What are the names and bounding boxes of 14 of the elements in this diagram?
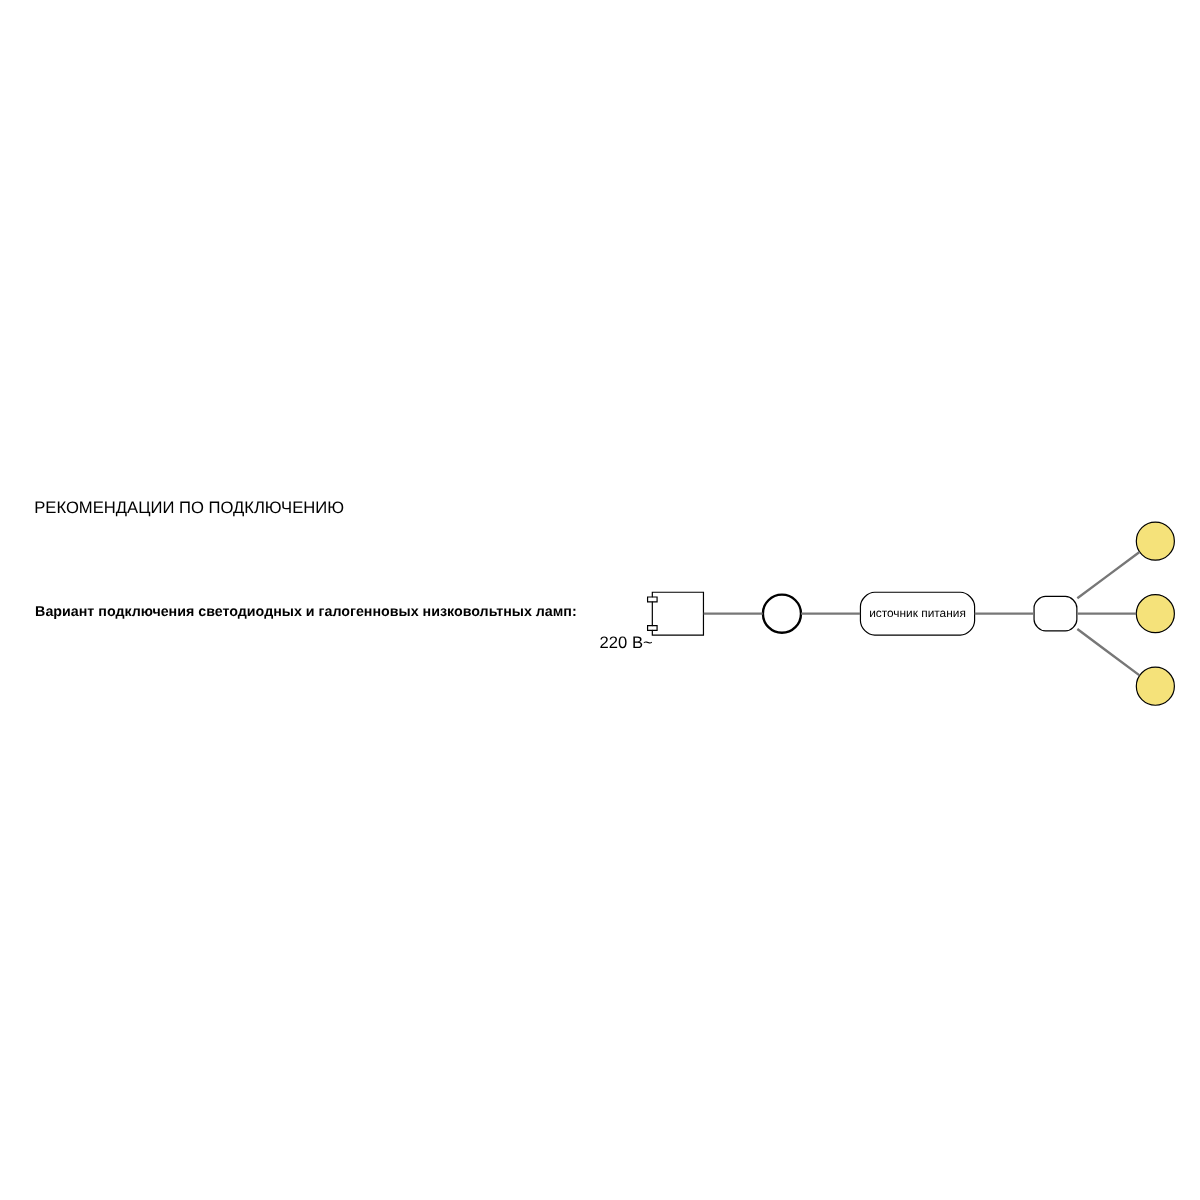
- connector: [974, 612, 1034, 615]
- diagram-title: РЕКОМЕНДАЦИИ ПО ПОДКЛЮЧЕНИЮ: [34, 496, 345, 517]
- connector: [703, 612, 763, 615]
- node-picture: [646, 591, 705, 636]
- node-circle: [761, 593, 803, 634]
- node-circle: [1135, 594, 1175, 634]
- node-circle: [1135, 521, 1175, 561]
- connector: [1076, 628, 1141, 677]
- node-circle: [1135, 666, 1175, 706]
- connector: [1077, 612, 1137, 615]
- connector: [801, 612, 861, 615]
- node-label: 220 В~: [599, 632, 653, 653]
- node-box: [1033, 595, 1078, 632]
- connector: [1076, 551, 1141, 600]
